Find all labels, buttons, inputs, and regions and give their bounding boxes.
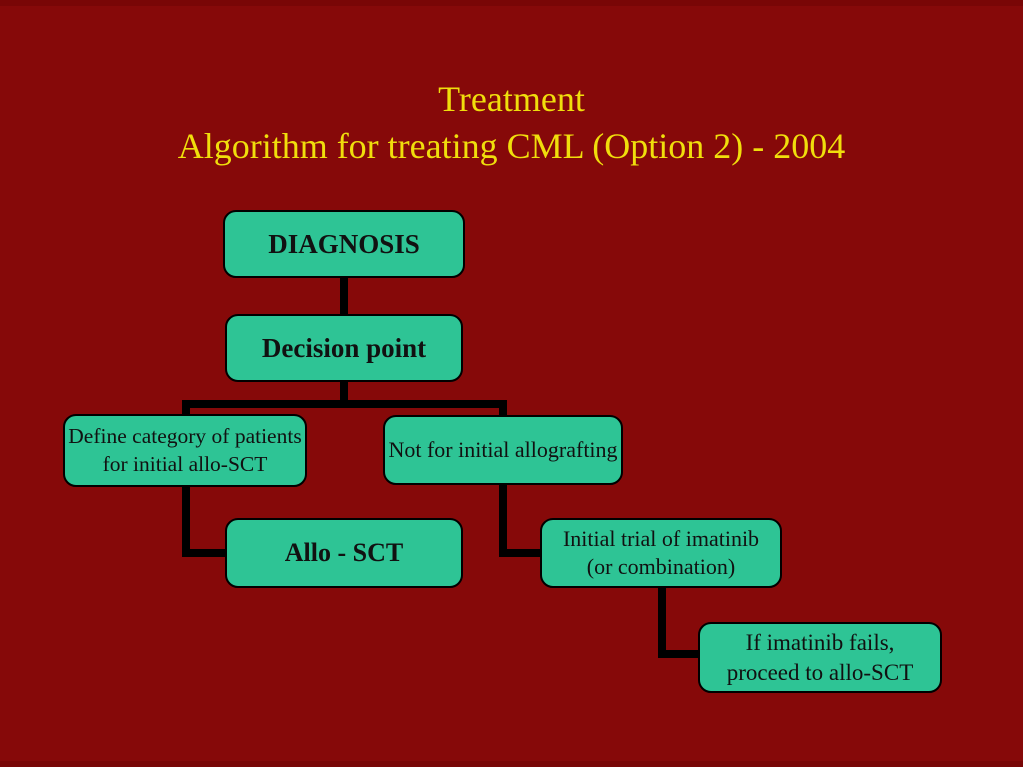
flow-node-if-imatinib-fails-line1: If imatinib fails, [745,630,895,656]
connector-elbow-to-if-fails [658,650,704,658]
slide-top-edge [0,0,1023,6]
flow-node-allo-sct: Allo - SCT [225,518,463,588]
flow-node-define-category-line1: Define category of patients [68,423,302,448]
connector-decision-stub [340,381,348,408]
flow-node-define-category: Define category of patients for initial … [63,414,307,487]
flow-node-if-imatinib-fails-line2: proceed to allo-SCT [726,659,914,685]
flow-node-diagnosis-label: DIAGNOSIS [268,228,420,259]
slide-title-line1: Treatment [438,79,585,119]
flow-node-initial-trial: Initial trial of imatinib (or combinatio… [540,518,782,588]
slide-title: Treatment Algorithm for treating CML (Op… [0,76,1023,170]
flow-node-decision-point: Decision point [225,314,463,382]
flow-node-not-for-allografting: Not for initial allografting [383,415,623,485]
connector-diagnosis-to-decision [340,277,348,315]
connector-right-elbow-to-initial-trial [499,549,545,557]
flow-node-decision-point-label: Decision point [261,332,427,363]
flow-node-define-category-line2: for initial allo-SCT [102,451,268,476]
connector-initial-trial-vertical [658,588,666,658]
flow-node-diagnosis: DIAGNOSIS [223,210,465,278]
slide-bottom-edge [0,761,1023,767]
flow-node-if-imatinib-fails: If imatinib fails, proceed to allo-SCT [698,622,942,693]
flow-node-initial-trial-line2: (or combination) [586,554,736,579]
flow-node-initial-trial-line1: Initial trial of imatinib [562,525,760,551]
slide-title-line2: Algorithm for treating CML (Option 2) - … [177,126,846,166]
connector-branch-horizontal [182,400,507,408]
flow-node-allo-sct-label: Allo - SCT [284,538,404,568]
connector-left-elbow-to-allo-sct [182,549,230,557]
flow-node-not-for-allografting-label: Not for initial allografting [388,436,618,462]
